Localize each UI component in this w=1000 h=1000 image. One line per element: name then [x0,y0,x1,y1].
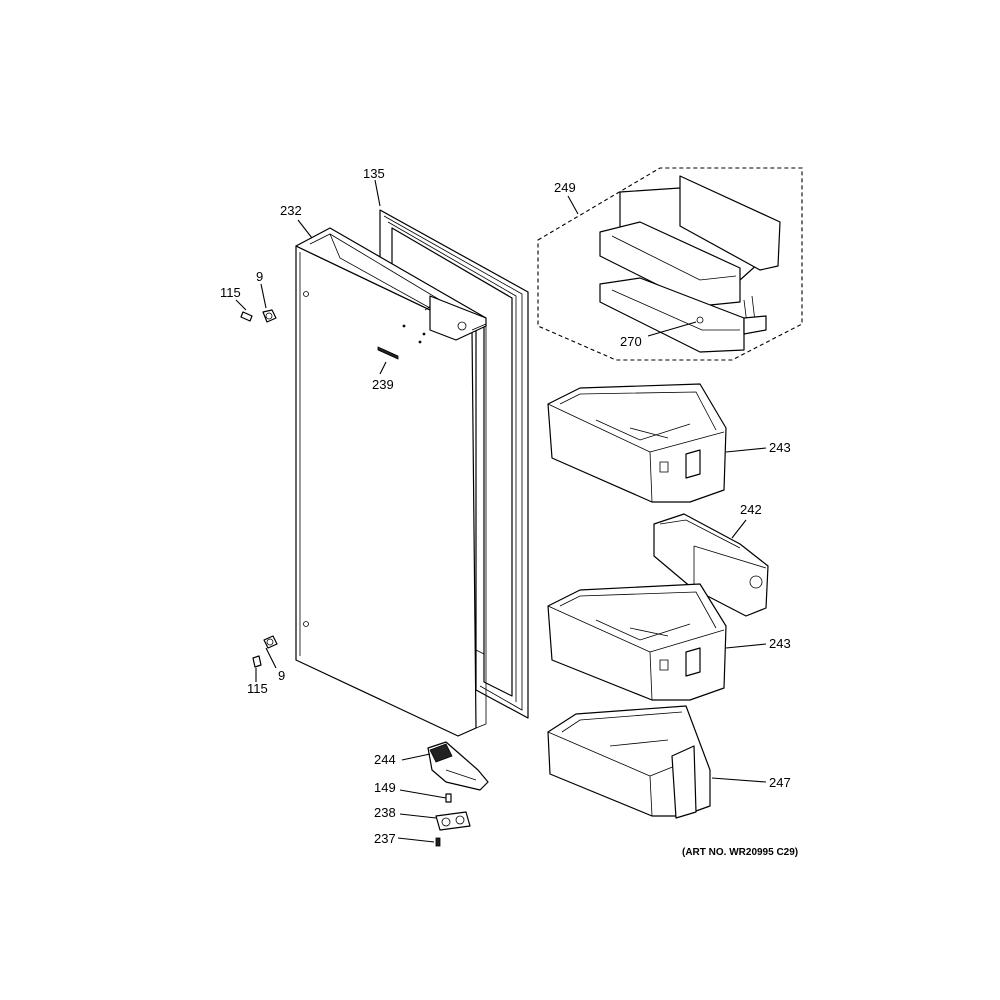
label-238: 238 [374,805,396,820]
plug-bottom [252,655,262,668]
door-panel [295,227,487,737]
label-9-top: 9 [256,269,263,284]
spring-149 [445,793,452,803]
plug-top [240,311,253,322]
door-bin-243-top [547,383,727,503]
label-243-middle: 243 [769,636,791,651]
logo-badge [377,346,399,360]
leader-lines [235,179,767,843]
label-243-top: 243 [769,440,791,455]
label-237: 237 [374,831,396,846]
label-9-bottom: 9 [278,668,285,683]
label-239: 239 [372,377,394,392]
label-270: 270 [620,334,642,349]
door-bin-243-middle [547,583,727,701]
small-bin-242 [653,513,769,617]
hinge-bracket-238 [435,811,471,831]
label-135: 135 [363,166,385,181]
art-number: (ART NO. WR20995 C29) [682,847,798,858]
callout-labels: 135 232 249 9 115 239 270 243 242 243 9 … [220,166,798,858]
label-247: 247 [769,775,791,790]
label-115-bottom: 115 [247,681,268,696]
label-242: 242 [740,502,762,517]
hinge-pin-top [262,309,277,323]
label-232: 232 [280,203,302,218]
label-244: 244 [374,752,396,767]
hinge-pin-bottom [263,635,278,649]
door-bin-247 [547,705,711,819]
label-115-top: 115 [220,285,241,300]
screw-237 [435,837,441,847]
label-149: 149 [374,780,396,795]
shelf-assembly-249 [537,167,803,361]
bottom-hinge-244 [427,741,489,791]
label-249: 249 [554,180,576,195]
